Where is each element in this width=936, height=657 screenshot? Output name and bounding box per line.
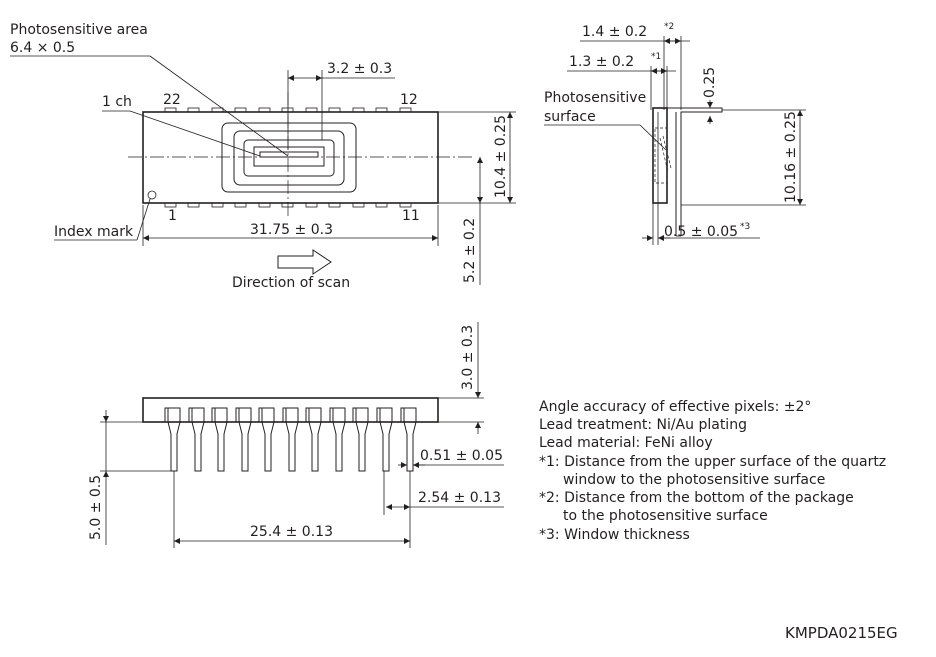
- note-2-line-1: *2: Distance from the bottom of the pack…: [539, 490, 854, 506]
- window-frame-middle: [233, 130, 345, 186]
- window-frame-outer: [221, 122, 357, 193]
- package-height-dimension: 3.0 ± 0.3: [460, 325, 476, 390]
- center-offset-dimension: 5.2 ± 0.2: [462, 218, 478, 283]
- pin-number-11: 11: [402, 208, 420, 224]
- photosensitive-area-size: 6.4 × 0.5: [10, 40, 75, 56]
- bottom-to-surface-note: *2: [664, 22, 674, 32]
- index-mark-label: Index mark: [54, 224, 134, 240]
- pin-number-22: 22: [163, 92, 181, 108]
- note-1-line-1: *1: Distance from the upper surface of t…: [539, 454, 886, 470]
- note-3: *3: Window thickness: [539, 527, 690, 543]
- lead-thickness-dimension: 0.25: [702, 67, 718, 98]
- chip-profile: [654, 127, 668, 184]
- lead-pitch-dimension: 2.54 ± 0.13: [418, 490, 501, 506]
- scan-direction-arrow: [277, 249, 332, 275]
- top-view: Photosensitive area 6.4 × 0.5 3.2 ± 0.3 …: [10, 22, 516, 291]
- window-thickness-note: *3: [740, 222, 750, 232]
- window-thickness-dimension: 0.5 ± 0.05: [664, 224, 738, 240]
- quartz-to-surface-note: *1: [651, 52, 661, 62]
- index-mark: [147, 190, 157, 200]
- notes: Angle accuracy of effective pixels: ±2° …: [539, 399, 886, 543]
- package-body-top: [142, 111, 439, 204]
- lead-width-dimension: 0.51 ± 0.05: [420, 448, 503, 464]
- photosensitive-surface-label-2: surface: [544, 109, 596, 125]
- front-view: 3.0 ± 0.3 5.0 ± 0.5 0.51 ± 0.05: [88, 322, 504, 548]
- note-lead-material: Lead material: FeNi alloy: [539, 435, 713, 451]
- note-2-line-2: to the photosensitive surface: [563, 508, 768, 524]
- lead-span-dimension: 25.4 ± 0.13: [250, 524, 333, 540]
- side-view: 1.4 ± 0.2 *2 1.3 ± 0.2 *1 0.25 Photosen: [544, 22, 806, 245]
- scan-direction-label: Direction of scan: [232, 275, 350, 291]
- front-leads: [164, 407, 417, 472]
- side-lead-span-dimension: 10.16 ± 0.25: [783, 111, 799, 203]
- bottom-to-surface-dimension: 1.4 ± 0.2: [582, 24, 647, 40]
- note-lead-treatment: Lead treatment: Ni/Au plating: [539, 417, 747, 433]
- photosensitive-area-label: Photosensitive area: [10, 22, 148, 38]
- window-offset-dimension: 3.2 ± 0.3: [327, 61, 392, 77]
- photosensitive-area: [259, 151, 319, 158]
- note-1-line-2: window to the photosensitive surface: [563, 472, 825, 488]
- photosensitive-surface-label: Photosensitive: [544, 90, 646, 106]
- window-frame-inner: [243, 139, 335, 177]
- quartz-to-surface-dimension: 1.3 ± 0.2: [569, 54, 634, 70]
- channel-1-label: 1 ch: [102, 94, 132, 110]
- note-angle-accuracy: Angle accuracy of effective pixels: ±2°: [539, 399, 811, 415]
- drawing-code: KMPDA0215EG: [785, 624, 898, 642]
- package-length-dimension: 31.75 ± 0.3: [250, 222, 333, 238]
- chip: [253, 146, 325, 167]
- package-width-dimension: 10.4 ± 0.25: [493, 115, 509, 198]
- pin-number-12: 12: [400, 92, 418, 108]
- package-body-front: [142, 397, 439, 423]
- pin-number-1: 1: [168, 208, 177, 224]
- lead-length-dimension: 5.0 ± 0.5: [88, 475, 104, 540]
- side-lead-top: [667, 107, 723, 236]
- package-body-side: [652, 107, 668, 204]
